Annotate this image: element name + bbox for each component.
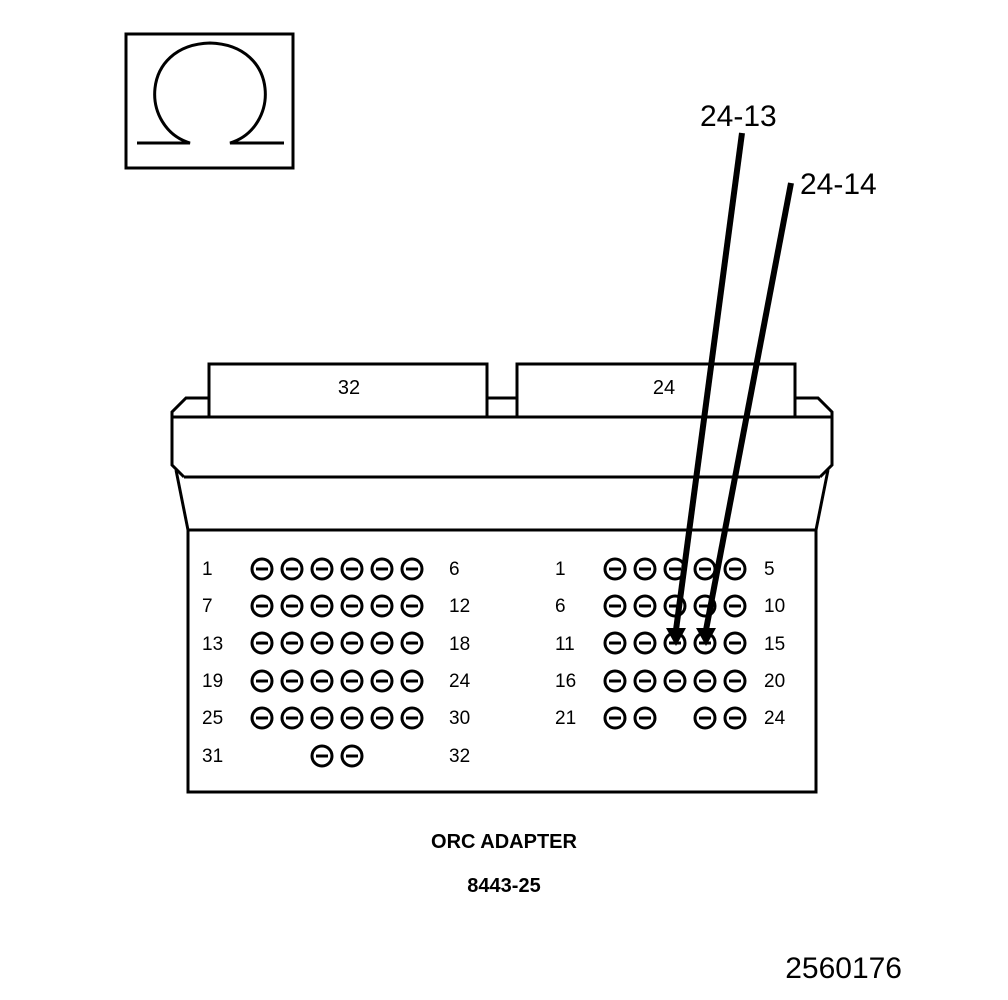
pin-socket bbox=[250, 706, 274, 730]
adapter-body bbox=[170, 362, 834, 794]
pin-socket bbox=[400, 706, 424, 730]
pin-socket bbox=[603, 557, 627, 581]
pin-socket bbox=[340, 557, 364, 581]
pin-socket bbox=[310, 631, 334, 655]
pin-socket bbox=[280, 557, 304, 581]
pin-socket bbox=[603, 706, 627, 730]
pin-socket bbox=[280, 706, 304, 730]
pin-socket bbox=[310, 706, 334, 730]
right-row-start: 21 bbox=[555, 708, 576, 729]
left-row-end: 24 bbox=[449, 671, 471, 692]
pin-socket bbox=[723, 631, 747, 655]
left-row-end: 18 bbox=[449, 634, 470, 655]
arrowhead-icon bbox=[696, 628, 716, 646]
left-row-start: 1 bbox=[202, 559, 213, 580]
left-row-end: 6 bbox=[449, 559, 460, 580]
pin-socket bbox=[693, 706, 717, 730]
pin-socket bbox=[370, 669, 394, 693]
pin-socket bbox=[280, 669, 304, 693]
pin-socket bbox=[370, 594, 394, 618]
pin-socket bbox=[310, 557, 334, 581]
left-row-end: 30 bbox=[449, 708, 470, 729]
right-row-end: 10 bbox=[764, 596, 785, 617]
pin-socket bbox=[310, 594, 334, 618]
pin-socket bbox=[400, 669, 424, 693]
left-row-start: 19 bbox=[202, 671, 223, 692]
pin-socket bbox=[400, 594, 424, 618]
pin-socket bbox=[280, 594, 304, 618]
arrowhead-icon bbox=[666, 628, 686, 646]
pin-socket bbox=[723, 706, 747, 730]
right-row-start: 1 bbox=[555, 559, 566, 580]
pin-socket bbox=[370, 631, 394, 655]
right-row-labels: 1 5 6 10 11 15 16 20 21 24 bbox=[555, 559, 786, 729]
connector-32-label: 32 bbox=[338, 377, 360, 399]
right-row-end: 15 bbox=[764, 634, 785, 655]
caption-part-number: 8443-25 bbox=[467, 875, 541, 897]
pin-socket bbox=[693, 669, 717, 693]
callout-arrows bbox=[666, 132, 794, 646]
caption-title: ORC ADAPTER bbox=[431, 831, 577, 853]
connector-24-label: 24 bbox=[653, 377, 675, 399]
left-row-labels: 1 6 7 12 13 18 19 24 25 30 31 32 bbox=[202, 559, 471, 767]
pin-socket bbox=[633, 631, 657, 655]
right-row-start: 11 bbox=[555, 634, 575, 655]
callout-label-24-13: 24-13 bbox=[700, 100, 777, 133]
pin-socket bbox=[340, 594, 364, 618]
pin-socket bbox=[723, 669, 747, 693]
pin-socket bbox=[633, 706, 657, 730]
right-row-end: 20 bbox=[764, 671, 785, 692]
left-row-start: 25 bbox=[202, 708, 223, 729]
pin-socket bbox=[340, 744, 364, 768]
right-row-start: 16 bbox=[555, 671, 576, 692]
right-row-end: 5 bbox=[764, 559, 775, 580]
pin-socket bbox=[400, 557, 424, 581]
pin-socket bbox=[603, 669, 627, 693]
pin-sockets bbox=[250, 557, 747, 768]
right-row-start: 6 bbox=[555, 596, 566, 617]
pin-socket bbox=[603, 631, 627, 655]
pin-socket bbox=[250, 557, 274, 581]
pin-socket bbox=[250, 631, 274, 655]
pin-socket bbox=[400, 631, 424, 655]
pin-socket bbox=[340, 631, 364, 655]
pin-face bbox=[186, 528, 818, 794]
pin-socket bbox=[633, 669, 657, 693]
callout-label-24-14: 24-14 bbox=[800, 168, 877, 201]
pin-socket bbox=[250, 594, 274, 618]
pin-socket bbox=[340, 706, 364, 730]
callout-arrow-24-13 bbox=[673, 132, 745, 631]
pin-socket bbox=[370, 706, 394, 730]
left-row-end: 12 bbox=[449, 596, 470, 617]
figure-number: 2560176 bbox=[785, 952, 902, 985]
pin-socket bbox=[310, 669, 334, 693]
ohm-icon bbox=[124, 32, 295, 170]
pin-socket bbox=[603, 594, 627, 618]
pin-socket bbox=[633, 594, 657, 618]
pin-socket bbox=[250, 669, 274, 693]
pin-socket bbox=[723, 557, 747, 581]
pin-socket bbox=[663, 669, 687, 693]
pin-socket bbox=[633, 557, 657, 581]
pin-socket bbox=[340, 669, 364, 693]
callout-arrow-24-14 bbox=[703, 182, 794, 631]
right-row-end: 24 bbox=[764, 708, 786, 729]
left-row-end: 32 bbox=[449, 746, 470, 767]
left-row-start: 7 bbox=[202, 596, 213, 617]
left-row-start: 31 bbox=[202, 746, 223, 767]
pin-socket bbox=[693, 594, 717, 618]
pin-socket bbox=[723, 594, 747, 618]
pin-socket bbox=[280, 631, 304, 655]
pin-socket bbox=[370, 557, 394, 581]
left-row-start: 13 bbox=[202, 634, 223, 655]
pin-socket bbox=[310, 744, 334, 768]
